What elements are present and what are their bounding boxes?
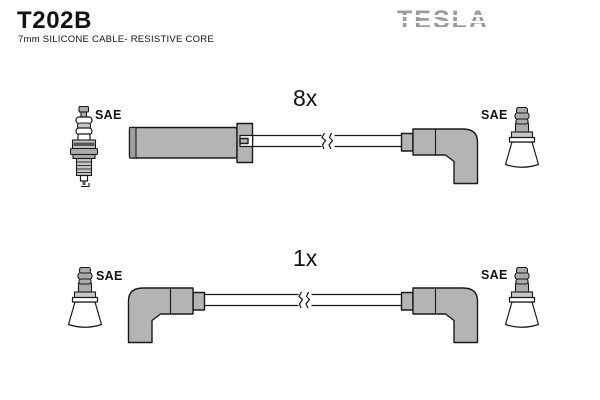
sae-terminal-icon	[504, 266, 540, 328]
quantity-label-1x: 1x	[293, 245, 318, 271]
sae-label-bottom-left: SAE	[96, 269, 123, 283]
part-number: T202B	[17, 7, 93, 34]
elbow-boot	[400, 128, 479, 185]
logo-stripe	[396, 15, 486, 17]
cable-row-8x	[69, 105, 540, 188]
cable-line	[252, 134, 402, 148]
elbow-boot	[400, 287, 479, 344]
straight-boot	[128, 122, 254, 164]
cable-break-icon	[321, 132, 334, 150]
logo-stripe	[396, 21, 486, 23]
product-subtitle: 7mm SILICONE CABLE- RESISTIVE CORE	[18, 34, 214, 45]
tesla-brand-logo: TESLA	[397, 6, 489, 34]
sae-terminal-icon	[504, 106, 540, 168]
elbow-boot	[127, 287, 206, 344]
sae-label-middle-right: SAE	[481, 108, 508, 122]
cable-line	[204, 293, 402, 307]
cable-break-icon	[298, 291, 311, 309]
cable-row-1x	[67, 266, 540, 344]
spark-plug-icon	[69, 105, 99, 188]
sae-label-bottom-right: SAE	[481, 268, 508, 282]
quantity-label-8x: 8x	[293, 85, 318, 111]
logo-stripe	[396, 27, 486, 29]
sae-label-middle-left: SAE	[95, 108, 122, 122]
